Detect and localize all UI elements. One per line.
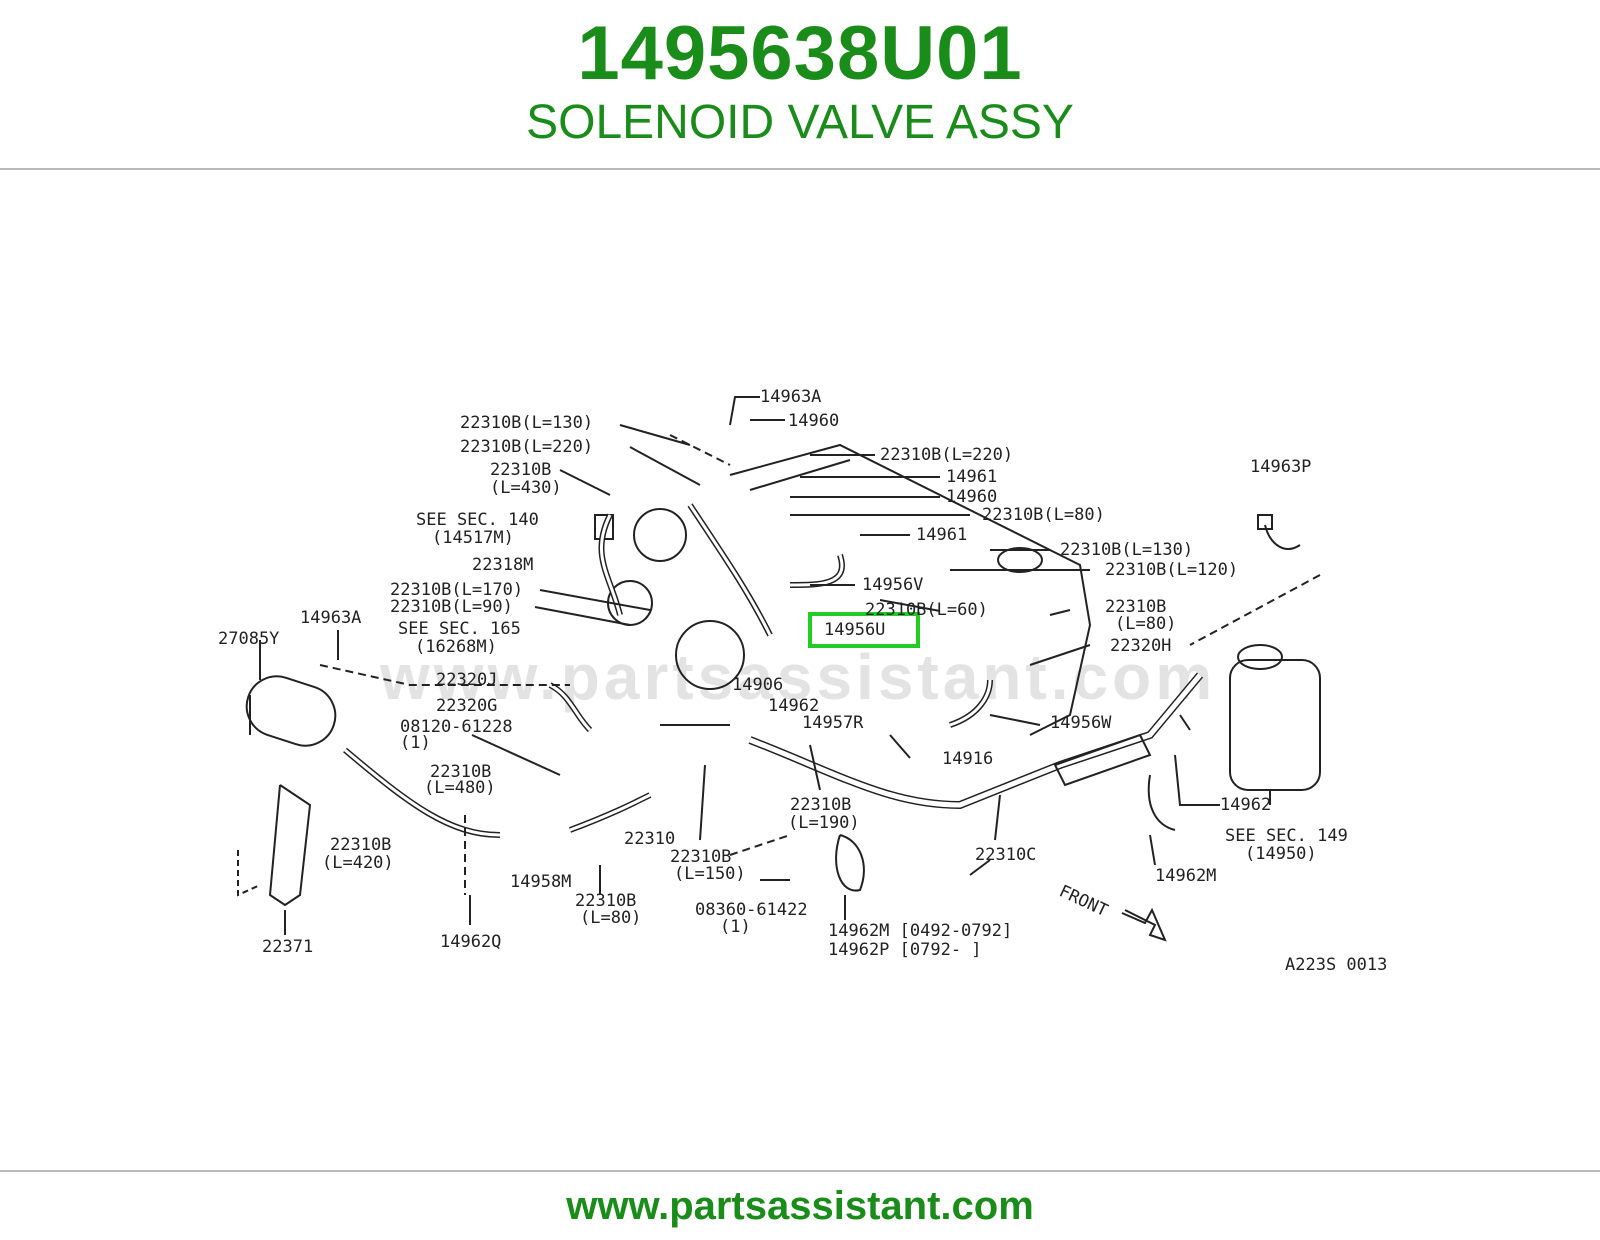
callout-label: (L=480) xyxy=(424,778,496,798)
callout-label: 22310B(L=120) xyxy=(1105,560,1238,580)
callout-label: (14517M) xyxy=(432,528,514,548)
callout-label: 14956W xyxy=(1050,713,1112,733)
callout-label: 14963P xyxy=(1250,457,1311,477)
callout-label: 22310 xyxy=(624,829,675,849)
callout-label: 22320H xyxy=(1110,636,1171,656)
callout-label: 27085Y xyxy=(218,629,279,649)
callout-label: 14960 xyxy=(788,411,839,431)
callout-label: 14961 xyxy=(946,467,997,487)
callout-label: 14963A xyxy=(300,608,361,628)
callout-label: (14950) xyxy=(1245,844,1317,864)
callout-label: 22320G xyxy=(436,696,497,716)
callout-label: 22310B(L=220) xyxy=(460,437,593,457)
callout-label: 22310B xyxy=(430,762,491,782)
callout-label: 22310B(L=80) xyxy=(982,505,1105,525)
callout-label: 22320J xyxy=(436,670,497,690)
callout-label: (L=150) xyxy=(674,864,746,884)
callout-label: 14962 xyxy=(768,696,819,716)
callout-label: (16268M) xyxy=(415,637,497,657)
callout-label: 22310B xyxy=(1105,597,1166,617)
part-number: 1495638U01 xyxy=(577,11,1023,96)
footer-url: www.partsassistant.com xyxy=(566,1184,1034,1228)
callout-label: 08120-61228 xyxy=(400,717,513,737)
callout-label: 22310B(L=90) xyxy=(390,597,513,617)
diagram-labels: 14963A 14960 22310B(L=130) 22310B(L=220)… xyxy=(218,387,1387,975)
callout-label: 22310B xyxy=(490,460,551,480)
callout-label: 14962 xyxy=(1220,795,1271,815)
callout-label: 14962M [0492-0792] xyxy=(828,921,1012,941)
callout-label: 22310B xyxy=(790,795,851,815)
callout-label: 22310B(L=170) xyxy=(390,580,523,600)
callout-label: 22310C xyxy=(975,845,1036,865)
callout-label: 14956V xyxy=(862,575,923,595)
callout-label: 22318M xyxy=(472,555,533,575)
diagram-drawing: 14963A 14960 22310B(L=130) 22310B(L=220)… xyxy=(218,387,1387,975)
callout-label: (L=190) xyxy=(788,813,860,833)
diagram-code: A223S 0013 xyxy=(1285,955,1387,975)
part-name: SOLENOID VALVE ASSY xyxy=(526,96,1074,149)
callout-label: 14906 xyxy=(732,675,783,695)
footer-divider xyxy=(0,1170,1600,1172)
callout-label: 22310B(L=130) xyxy=(460,413,593,433)
callout-label: (L=430) xyxy=(490,478,562,498)
callout-label: (L=80) xyxy=(1115,614,1176,634)
callout-label: 22310B xyxy=(330,835,391,855)
callout-label: 08360-61422 xyxy=(695,900,808,920)
callout-label: 14962M xyxy=(1155,866,1216,886)
header-divider xyxy=(0,168,1600,170)
callout-label: 22310B(L=130) xyxy=(1060,540,1193,560)
callout-label: (1) xyxy=(720,917,751,937)
callout-label: 22310B xyxy=(670,847,731,867)
callout-label: (L=80) xyxy=(580,908,641,928)
callout-label: SEE SEC. 149 xyxy=(1225,826,1348,846)
callout-label: 14962P [0792- ] xyxy=(828,940,982,960)
highlighted-label: 14956U xyxy=(824,620,885,640)
callout-label: (L=420) xyxy=(322,853,394,873)
callout-label: 14963A xyxy=(760,387,821,407)
diagram-linework xyxy=(237,396,1321,942)
callout-label: SEE SEC. 140 xyxy=(416,510,539,530)
highlight-box xyxy=(808,612,920,648)
callout-label: 22371 xyxy=(262,937,313,957)
front-label: FRONT xyxy=(1056,881,1111,921)
header: 1495638U01 SOLENOID VALVE ASSY xyxy=(0,0,1600,170)
callout-label: 22310B(L=220) xyxy=(880,445,1013,465)
callout-label: SEE SEC. 165 xyxy=(398,619,521,639)
callout-label: 14961 xyxy=(916,525,967,545)
callout-label: 14958M xyxy=(510,872,571,892)
parts-diagram: 14963A 14960 22310B(L=130) 22310B(L=220)… xyxy=(190,335,1420,1015)
callout-label: 14916 xyxy=(942,749,993,769)
callout-label: 22310B xyxy=(575,891,636,911)
callout-label: (1) xyxy=(400,733,431,753)
callout-label: 22310B(L=60) xyxy=(865,600,988,620)
callout-label: 14957R xyxy=(802,713,864,733)
callout-label: 14962Q xyxy=(440,932,501,952)
callout-label: 14960 xyxy=(946,487,997,507)
